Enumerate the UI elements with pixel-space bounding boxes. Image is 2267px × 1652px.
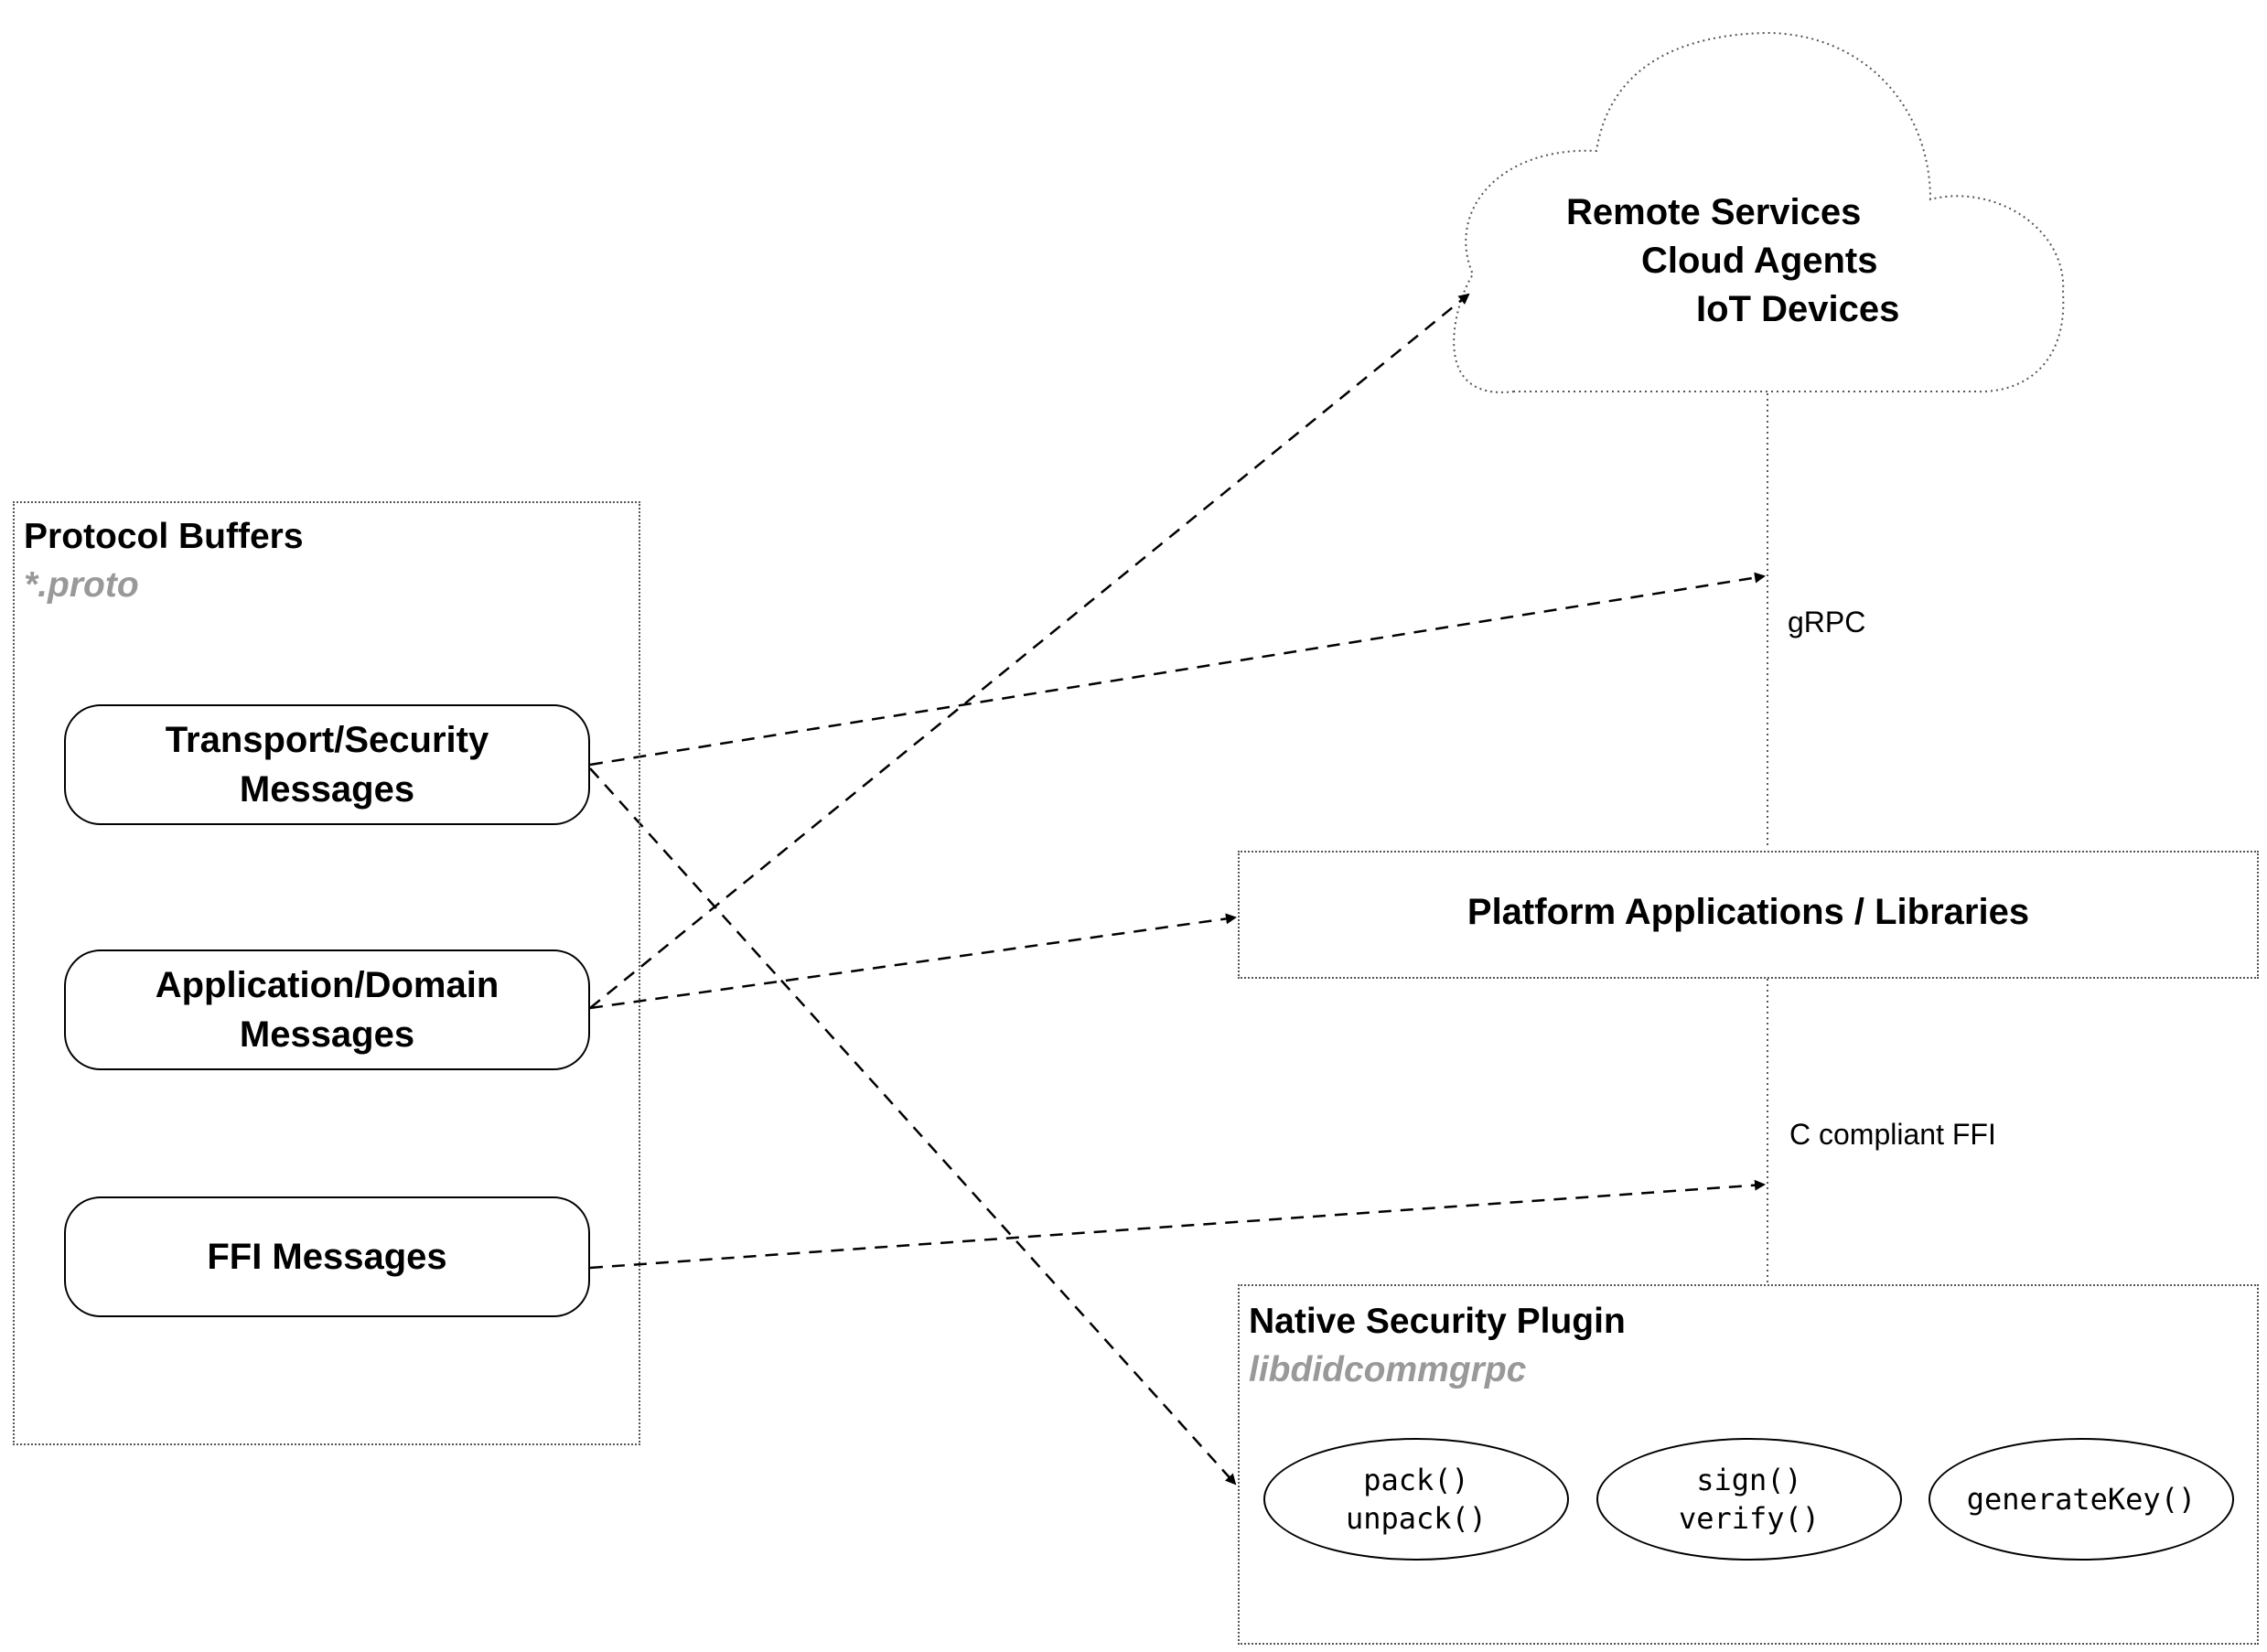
verify-label: verify() [1678, 1501, 1821, 1536]
protocol-buffers-subtitle: *.proto [24, 565, 139, 605]
protocol-buffers-title: Protocol Buffers [24, 517, 304, 556]
sign-label: sign() [1696, 1463, 1802, 1497]
ffi-messages-label: FFI Messages [207, 1237, 447, 1277]
grpc-label: gRPC [1788, 606, 1866, 638]
ffi-link-label: C compliant FFI [1789, 1118, 1996, 1151]
native-security-plugin-title: Native Security Plugin [1249, 1302, 1626, 1341]
arrow-transport-to-plugin [589, 767, 1237, 1486]
generate-key-label: generateKey() [1966, 1482, 2197, 1517]
application-domain-line2: Messages [239, 1014, 415, 1055]
pack-unpack-function: pack() unpack() [1263, 1438, 1569, 1561]
platform-applications-box [1238, 851, 2259, 979]
transport-security-line2: Messages [239, 769, 415, 810]
application-domain-messages-box: Application/Domain Messages [64, 949, 590, 1070]
arrow-transport-to-grpc [589, 572, 1766, 767]
cloud-line-cloud-agents: Cloud Agents [1641, 241, 1878, 281]
platform-applications-title: Platform Applications / Libraries [1467, 892, 2030, 932]
cloud-line-remote-services: Remote Services [1566, 192, 1862, 232]
native-security-plugin-container [1238, 1284, 2259, 1645]
unpack-label: unpack() [1345, 1501, 1488, 1536]
generate-key-function: generateKey() [1929, 1438, 2234, 1561]
transport-security-line1: Transport/Security [165, 720, 489, 760]
ffi-messages-box: FFI Messages [64, 1196, 590, 1317]
arrow-application-to-platform [589, 913, 1237, 1010]
cloud-shape [1453, 31, 2065, 393]
pack-label: pack() [1363, 1463, 1469, 1497]
sign-verify-function: sign() verify() [1596, 1438, 1902, 1561]
cloud-line-iot-devices: IoT Devices [1696, 289, 1900, 329]
arrow-ffi-to-ffi-link [589, 1179, 1766, 1270]
transport-security-messages-box: Transport/Security Messages [64, 704, 590, 825]
application-domain-line1: Application/Domain [155, 965, 500, 1005]
protocol-buffers-container [13, 501, 640, 1445]
native-security-plugin-subtitle: libdidcommgrpc [1249, 1350, 1527, 1389]
